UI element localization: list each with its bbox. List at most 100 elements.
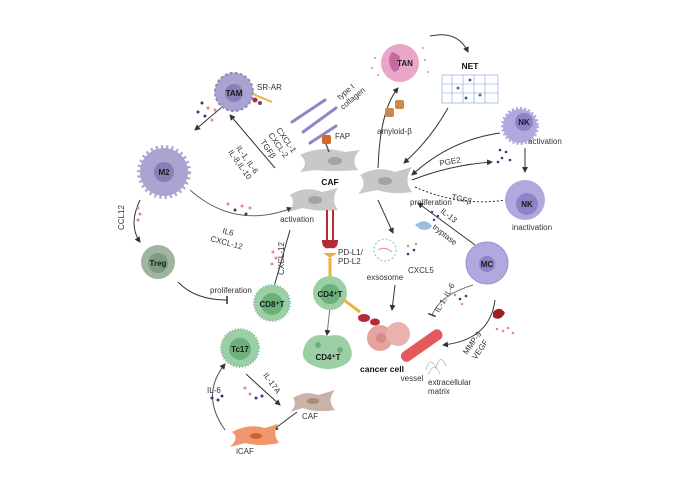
arrow-icaf-to-tc17 bbox=[212, 363, 226, 431]
nk-inactivation-label: inactivation bbox=[512, 223, 552, 232]
arrow-m2-to-caf bbox=[189, 189, 293, 217]
arrow-m2-to-treg bbox=[133, 199, 141, 243]
cd4t-diff-cell[interactable]: CD4⁺T bbox=[302, 335, 352, 369]
tan-label: TAN bbox=[397, 59, 413, 68]
il13-label: IL-13 bbox=[439, 206, 459, 225]
arrow-exosome-to-cancer bbox=[389, 284, 396, 311]
il1-il6-mc-label: IL-1, IL-6 bbox=[433, 281, 457, 314]
tc17-cell[interactable]: Tc17 bbox=[220, 328, 260, 368]
vessel-label: vessel bbox=[401, 374, 424, 383]
caf-small-label: CAF bbox=[302, 412, 318, 421]
tc17-label: Tc17 bbox=[231, 345, 249, 354]
mc-label: MC bbox=[481, 260, 494, 269]
arrow-tc17-to-caf bbox=[245, 373, 281, 406]
pdl2-label: PD-L2 bbox=[338, 257, 361, 266]
mmp-icon bbox=[493, 308, 505, 319]
cxcl12-m2-label: CXCL-12 bbox=[209, 234, 244, 251]
net-label: NET bbox=[462, 61, 480, 71]
cytokine-dots-cxcl12 bbox=[270, 250, 278, 266]
cytokine-dots-il13 bbox=[430, 210, 440, 222]
cancer-cells[interactable] bbox=[367, 322, 410, 351]
pdl1-receptor bbox=[322, 210, 338, 285]
tgfb-nk-label: TGFβ bbox=[450, 192, 473, 206]
mc-cell[interactable]: MC bbox=[465, 241, 509, 285]
net-mesh bbox=[441, 74, 499, 104]
icaf-label: iCAF bbox=[236, 447, 254, 456]
ecm-icon bbox=[425, 359, 447, 376]
nk-inactive-label: NK bbox=[521, 200, 533, 209]
caf-cell-activation[interactable] bbox=[288, 188, 338, 212]
arrow-mc-to-caf bbox=[417, 202, 476, 246]
nk-active-label: NK bbox=[518, 118, 530, 127]
cd8t-label: CD8⁺T bbox=[259, 300, 284, 309]
sr-ar-label: SR-AR bbox=[257, 83, 282, 92]
cytokine-dots-cxcl5 bbox=[406, 242, 418, 256]
nk-inactive-cell[interactable]: NK bbox=[505, 180, 545, 220]
pdl1-label: PD-L1/ bbox=[338, 248, 364, 257]
connectors bbox=[133, 34, 528, 431]
arrow-caf-to-tan bbox=[377, 87, 399, 169]
cd4-cancer-receptor bbox=[343, 298, 380, 326]
proliferation-treg-label: proliferation bbox=[210, 286, 252, 295]
tryptase-label: tryptase bbox=[431, 222, 459, 247]
exosome-label: exsosome bbox=[367, 273, 404, 282]
inhibit-mc-il bbox=[428, 284, 474, 318]
cd4t-label: CD4⁺T bbox=[317, 290, 342, 299]
pge2-label: PGE2 bbox=[439, 155, 462, 168]
fap-label: FAP bbox=[335, 132, 350, 141]
arrow-mc-to-vessel bbox=[442, 299, 496, 348]
il6-m2-label: IL6 bbox=[221, 226, 235, 238]
treg-cell[interactable]: Treg bbox=[141, 245, 175, 279]
cancer-cell-label: cancer cell bbox=[360, 364, 404, 374]
cytokine-dots-mc bbox=[453, 293, 468, 306]
tam-label: TAM bbox=[226, 89, 243, 98]
ccl12-label: CCL12 bbox=[117, 205, 126, 230]
cd4t-cell[interactable]: CD4⁺T bbox=[313, 276, 347, 310]
tan-cell[interactable]: TAN bbox=[381, 44, 419, 82]
arrow-caf-pge2 bbox=[411, 159, 493, 181]
activation-caf-label: activation bbox=[280, 215, 314, 224]
caf-cell-main[interactable] bbox=[300, 149, 360, 172]
il17a-label: IL-17A bbox=[261, 371, 282, 396]
nk-active-cell[interactable]: NK bbox=[501, 107, 539, 145]
cytokine-dots-tc17 bbox=[210, 386, 264, 402]
cd8t-cell[interactable]: CD8⁺T bbox=[253, 284, 291, 322]
proliferation-caf-label: proliferation bbox=[410, 198, 452, 207]
caf-cell-proliferation[interactable] bbox=[358, 167, 412, 194]
inhibit-caf-to-cd8 bbox=[269, 229, 291, 289]
cytokine-dots-mmp bbox=[495, 326, 515, 335]
collagen-fibers bbox=[290, 98, 338, 145]
vessel-icon bbox=[400, 329, 443, 362]
cxcl12-cd8-label: CXCL-12 bbox=[277, 242, 286, 275]
arrow-caf-to-icaf bbox=[272, 411, 298, 431]
nk-activation-label: activation bbox=[528, 137, 562, 146]
cytokine-dots-m2 bbox=[226, 202, 252, 216]
m2-cell[interactable]: M2 bbox=[137, 145, 191, 199]
amyloid-icon bbox=[385, 100, 404, 117]
treg-label: Treg bbox=[150, 259, 167, 268]
arrow-tam-to-m2 bbox=[194, 106, 223, 131]
arrow-net-to-caf bbox=[403, 107, 449, 164]
icaf-cell[interactable] bbox=[230, 424, 279, 447]
cxcl5-label: CXCL5 bbox=[408, 266, 434, 275]
il6-tc17-label: IL-6 bbox=[207, 386, 221, 395]
arrow-caf-to-tam bbox=[229, 114, 276, 169]
inhibit-treg-to-cd8 bbox=[177, 281, 228, 305]
arrow-cd4-to-cd4diff bbox=[324, 306, 331, 336]
tan-granules bbox=[371, 47, 429, 76]
tam-cell[interactable]: TAM bbox=[214, 72, 254, 112]
ecm-label-2: matrix bbox=[428, 387, 450, 396]
tgfb-dashed-line bbox=[414, 186, 506, 203]
caf-cell-small[interactable] bbox=[290, 390, 335, 412]
m2-label: M2 bbox=[158, 168, 170, 177]
arrow-caf-to-exosome bbox=[377, 199, 394, 234]
exosome-icon bbox=[373, 238, 397, 262]
caf-main-label: CAF bbox=[321, 177, 338, 187]
fap-receptor bbox=[322, 135, 331, 153]
arrow-tan-to-net bbox=[429, 34, 469, 53]
cd4t-diff-label: CD4⁺T bbox=[315, 353, 340, 362]
amyloid-label: amyloid-β bbox=[377, 127, 412, 136]
tryptase-icon bbox=[415, 221, 432, 230]
cytokine-dots-ccl12 bbox=[136, 206, 142, 222]
